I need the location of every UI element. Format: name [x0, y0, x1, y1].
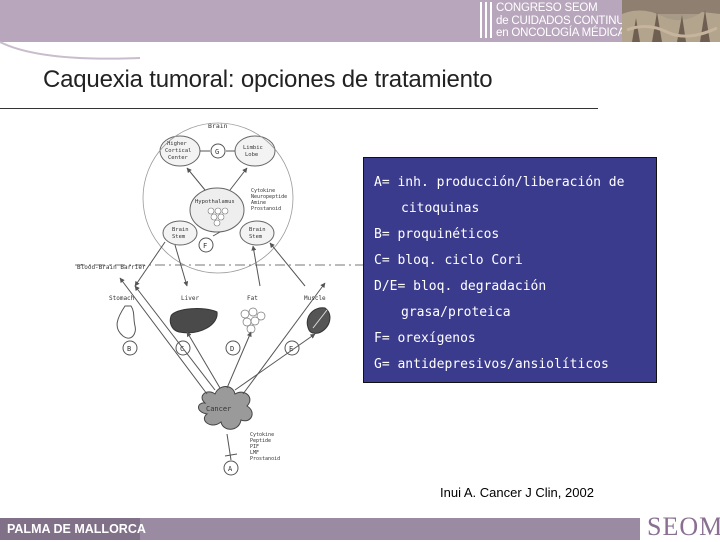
stomach-icon	[116, 305, 136, 339]
marker-a-label: A	[228, 465, 233, 473]
slide-title: Caquexia tumoral: opciones de tratamient…	[43, 66, 493, 93]
citation: Inui A. Cancer J Clin, 2002	[440, 485, 594, 500]
legend-item-de-line2: grasa/proteica	[401, 305, 511, 320]
title-divider	[0, 108, 598, 109]
cancer-icon	[198, 386, 253, 430]
brain-stem-left-label: Brain	[172, 227, 189, 233]
footer-logo-background	[640, 514, 720, 540]
legend-item-de-line1: D/E= bloq. degradación	[374, 279, 547, 294]
signal-label: Peptide	[250, 438, 271, 444]
marker-b	[122, 340, 138, 356]
congress-logo	[478, 0, 623, 42]
brain-stem-right-node	[239, 220, 275, 246]
congress-logo-mark	[480, 2, 492, 38]
cancer-label: Cancer	[206, 405, 231, 413]
organ-label-fat: Fat	[247, 295, 258, 302]
brain-stem-right-label: Stem	[249, 234, 263, 240]
marker-e-label: E	[289, 345, 293, 353]
marker-f-label: F	[203, 242, 207, 250]
brain-label: Brain	[208, 122, 228, 130]
signal-label: PIF	[250, 444, 259, 450]
signal-label: Neuropeptide	[251, 194, 287, 200]
congress-logo-line: en ONCOLOGÍA MÉDICA	[496, 27, 626, 39]
higher-cortical-center-label: Higher	[167, 141, 188, 147]
brain-stem-left-label: Stem	[172, 234, 186, 240]
congress-logo-line: de CUIDADOS CONTINUOS	[496, 14, 641, 27]
organ-label-muscle: Muscle	[304, 295, 326, 302]
marker-e	[284, 340, 300, 356]
marker-f	[198, 237, 214, 253]
blood-brain-barrier-label: Blood-Brain Barrier	[77, 264, 146, 271]
cachexia-mechanism-diagram: Brain Higher Cortical Center Limbic Lobe…	[75, 122, 365, 476]
limbic-lobe-label: Lobe	[245, 152, 258, 158]
hypothalamus-label: Hypothalamus	[195, 199, 235, 205]
marker-b-label: B	[127, 345, 131, 353]
organ-label-liver: Liver	[181, 295, 199, 302]
header-photo	[622, 0, 720, 42]
brain-boundary	[142, 122, 294, 274]
signal-label: Amine	[251, 200, 266, 206]
seom-logo: SEOM	[647, 512, 720, 541]
organ-label-stomach: Stomach	[109, 295, 135, 302]
higher-cortical-center-label: Center	[168, 155, 189, 161]
legend-item-g: G= antidepresivos/ansiolíticos	[374, 357, 609, 372]
marker-g-label: G	[215, 148, 219, 156]
marker-g	[210, 143, 226, 159]
header-curve-decoration	[0, 41, 720, 60]
legend-item-de: D/E= bloq. degradación grasa/proteica	[374, 274, 646, 326]
marker-d-label: D	[230, 345, 234, 353]
legend-item-a: A= inh. producción/liberación de citoqui…	[374, 170, 646, 222]
signal-label: LMF	[250, 450, 259, 456]
legend-item-f: F= orexígenos	[374, 331, 476, 346]
limbic-lobe-label: Limbic	[243, 145, 263, 151]
treatment-legend: A= inh. producción/liberación de citoqui…	[363, 157, 657, 383]
brain-stem-right-label: Brain	[249, 227, 266, 233]
congress-logo-text: CONGRESO SEOM de CUIDADOS CONTINUOS en O…	[496, 2, 641, 40]
signal-label: Cytokine	[251, 188, 275, 194]
marker-c-label: C	[180, 345, 184, 353]
signal-label: Cytokine	[250, 432, 274, 438]
signal-label: Prostanoid	[251, 206, 281, 212]
liver-icon	[169, 308, 218, 334]
legend-item-b: B= proquinéticos	[374, 227, 500, 242]
legend-item-c: C= bloq. ciclo Cori	[374, 253, 523, 268]
fat-icon	[240, 307, 266, 334]
congress-logo-line: CONGRESO SEOM	[496, 2, 598, 14]
legend-item-a-line1: A= inh. producción/liberación de	[374, 175, 625, 190]
legend-item-a-line2: citoquinas	[401, 201, 480, 216]
higher-cortical-center-label: Cortical	[165, 148, 192, 154]
signal-label: Prostanoid	[250, 456, 280, 462]
footer-band	[0, 518, 720, 540]
limbic-lobe-node	[234, 135, 276, 167]
header-band	[0, 0, 720, 42]
brain-stem-left-node	[162, 220, 198, 246]
marker-a	[223, 460, 239, 476]
footer-place-band	[0, 518, 140, 540]
marker-d	[225, 340, 241, 356]
footer-place: PALMA DE MALLORCA	[7, 522, 146, 536]
